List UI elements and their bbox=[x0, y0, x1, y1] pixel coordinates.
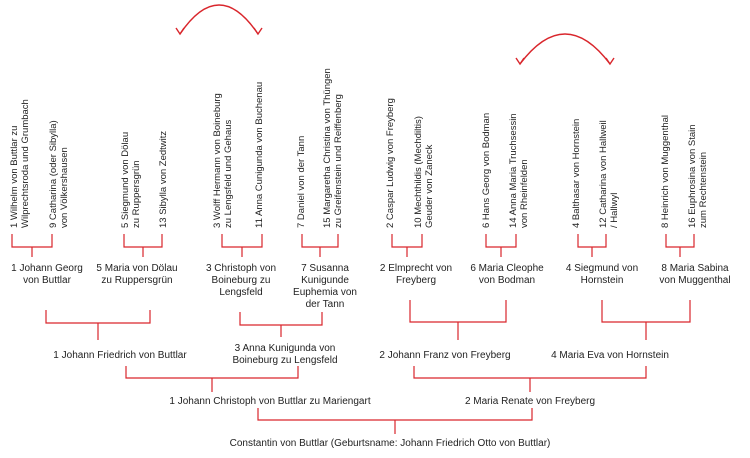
arc-boineburg-buchenau bbox=[175, 4, 263, 36]
bracket-g4-2-10 bbox=[391, 234, 423, 257]
person-hans-georg-von-bodman: 6 Hans Georg von Bodman bbox=[481, 112, 492, 228]
person-johann-franz-von-freyberg: 2 Johann Franz von Freyberg bbox=[379, 350, 511, 361]
person-wolff-hermann-von-boineburg: 3 Wolff Hermann von Boineburg zu Lengsfe… bbox=[212, 93, 234, 228]
person-heinrich-von-muggenthal: 8 Heinrich von Muggenthal bbox=[660, 114, 671, 228]
person-maria-renate-von-freyberg: 2 Maria Renate von Freyberg bbox=[464, 396, 596, 407]
person-maria-eva-von-hornstein: 4 Maria Eva von Hornstein bbox=[551, 350, 669, 361]
person-anna-cunigunda-von-buchenau: 11 Anna Cunigunda von Buchenau bbox=[254, 81, 265, 228]
bracket-g4-4-12 bbox=[577, 234, 607, 257]
bracket-g4-5-13 bbox=[123, 234, 163, 257]
person-mechthildis-geuder: 10 Mechthildis (Mechdiltis) Geuder von Z… bbox=[413, 116, 435, 228]
person-daniel-von-der-tann: 7 Daniel von der Tann bbox=[296, 135, 307, 228]
bracket-g3-1-5 bbox=[45, 310, 151, 340]
bracket-g4-8-16 bbox=[665, 234, 695, 257]
person-margaretha-christina-von-thuengen: 15 Margaretha Christina von Thüngen zu G… bbox=[322, 68, 344, 228]
person-johann-georg-von-buttlar: 1 Johann Georg von Buttlar bbox=[11, 263, 83, 286]
bracket-g1 bbox=[257, 408, 533, 434]
person-christoph-von-boineburg: 3 Christoph von Boineburg zu Lengsfeld bbox=[205, 263, 277, 298]
person-anna-maria-truchsessin: 14 Anna Maria Truchsessin von Rheinfelde… bbox=[508, 113, 530, 228]
bracket-g4-3-11 bbox=[221, 234, 263, 257]
bracket-g3-4-8 bbox=[601, 300, 691, 340]
bracket-g4-6-14 bbox=[485, 234, 517, 257]
person-johann-friedrich-von-buttlar: 1 Johann Friedrich von Buttlar bbox=[53, 350, 187, 361]
person-maria-von-doelau: 5 Maria von Dölau zu Ruppersgrün bbox=[96, 263, 178, 286]
person-balthasar-von-hornstein: 4 Balthasar von Hornstein bbox=[571, 118, 582, 228]
person-johann-christoph-von-buttlar: 1 Johann Christoph von Buttlar zu Marien… bbox=[169, 396, 371, 407]
person-siegmund-von-doelau: 5 Siegmund von Dölau zu Ruppersgrün bbox=[120, 131, 142, 228]
person-catharina-von-voelkershausen: 9 Catharina (oder Sibylla) von Völkersha… bbox=[48, 120, 70, 228]
bracket-g4-7-15 bbox=[301, 234, 339, 257]
person-elmprecht-von-freyberg: 2 Elmprecht von Freyberg bbox=[379, 263, 453, 286]
person-anna-kunigunda-von-boineburg: 3 Anna Kunigunda von Boineburg zu Lengsf… bbox=[232, 343, 338, 366]
person-constantin-von-buttlar: Constantin von Buttlar (Geburtsname: Joh… bbox=[229, 438, 551, 449]
person-sibylla-von-zedtwitz: 13 Sibylla von Zedtwitz bbox=[158, 130, 169, 228]
person-maria-cleophe-von-bodman: 6 Maria Cleophe von Bodman bbox=[470, 263, 544, 286]
person-wilhelm-von-buttlar: 1 Wilhelm von Buttlar zu Wilprechtsroda … bbox=[9, 99, 31, 228]
bracket-g3-3-7 bbox=[239, 312, 323, 337]
bracket-g2-2-4 bbox=[413, 366, 647, 392]
person-maria-sabina-von-muggenthal: 8 Maria Sabina von Muggenthal bbox=[659, 263, 731, 286]
bracket-g2-1-3 bbox=[125, 366, 299, 392]
bracket-g4-1-9 bbox=[11, 234, 53, 257]
person-catharina-von-hallweil: 12 Catharina von Hallweil / Hallwyl bbox=[598, 120, 620, 228]
arc-bodman-hallweil bbox=[515, 33, 615, 66]
person-caspar-ludwig-von-freyberg: 2 Caspar Ludwig von Freyberg bbox=[385, 98, 396, 228]
person-siegmund-von-hornstein: 4 Siegmund von Hornstein bbox=[565, 263, 639, 286]
person-euphrosina-von-stain: 16 Euphrosina von Stain zum Rechtenstein bbox=[687, 124, 709, 228]
bracket-g3-2-6 bbox=[409, 300, 507, 340]
person-susanna-kunigunde-von-der-tann: 7 Susanna Kunigunde Euphemia von der Tan… bbox=[293, 263, 357, 310]
